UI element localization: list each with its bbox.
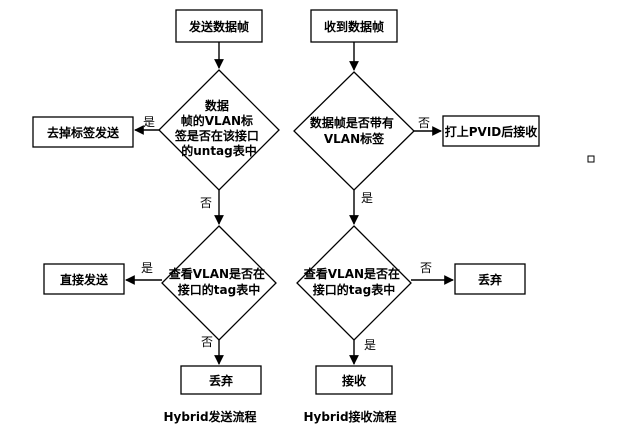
send-caption: Hybrid发送流程 [163, 409, 256, 424]
recv-no2-label: 否 [420, 261, 432, 275]
send-decision2-text: 查看VLAN是否在 接口的tag表中 [168, 266, 269, 297]
send-start-box [175, 9, 263, 43]
recv-decision1-text: 数据帧是否带有 VLAN标签 [310, 115, 398, 146]
send-yes1-label: 是 [143, 115, 155, 129]
recv-caption: Hybrid接收流程 [303, 409, 396, 424]
recv-decision2-line1: 查看VLAN是否在 [303, 266, 400, 281]
recv-decision2-text: 查看VLAN是否在 接口的tag表中 [303, 266, 404, 297]
send-end-label: 丢弃 [209, 373, 233, 388]
send-decision1-line3: 签是否在该接口 [174, 128, 259, 143]
recv-yes1-label: 是 [361, 191, 373, 205]
recv-action2-label: 丢弃 [478, 272, 502, 287]
recv-decision2-line2: 接口的tag表中 [313, 282, 395, 297]
recv-action1-label: 打上PVID后接收 [445, 124, 538, 139]
send-start-label: 发送数据帧 [188, 19, 249, 34]
send-action2-label: 直接发送 [60, 272, 109, 287]
send-yes2-label: 是 [141, 261, 153, 275]
recv-action2-box [454, 263, 526, 295]
recv-decision1-line2: VLAN标签 [324, 131, 385, 146]
recv-start-box [310, 9, 398, 43]
send-decision2-line2: 接口的tag表中 [178, 282, 260, 297]
send-action2-box [43, 263, 125, 295]
recv-decision1-diamond [293, 71, 415, 191]
recv-decision1-line1: 数据帧是否带有 [310, 115, 394, 130]
recv-end-label: 接收 [342, 373, 366, 388]
send-decision1-line1: 数据 [205, 98, 229, 113]
send-no2-label: 否 [201, 335, 213, 349]
send-decision1-line4: 的untag表中 [181, 143, 257, 158]
send-end-box [180, 365, 262, 395]
send-decision2-line1: 查看VLAN是否在 [168, 266, 265, 281]
send-no1-label: 否 [200, 196, 212, 210]
send-decision1-line2: 帧的VLAN标 [181, 113, 253, 128]
recv-yes2-label: 是 [364, 338, 376, 352]
selection-handle-icon[interactable] [587, 155, 595, 163]
recv-action1-box [442, 115, 540, 147]
recv-end-box [315, 365, 393, 395]
send-flow: 发送数据帧 数据 帧的VLAN标 签是否在该接口 的untag表中 是 去掉标签… [32, 9, 280, 424]
send-action1-box [32, 116, 134, 148]
send-decision1-text: 数据 帧的VLAN标 签是否在该接口 的untag表中 [174, 98, 263, 158]
recv-start-label: 收到数据帧 [324, 19, 384, 34]
recv-no1-label: 否 [418, 116, 430, 130]
send-action1-label: 去掉标签发送 [47, 125, 120, 140]
recv-flow: 收到数据帧 数据帧是否带有 VLAN标签 否 打上PVID后接收 是 查看VLA… [293, 9, 540, 424]
